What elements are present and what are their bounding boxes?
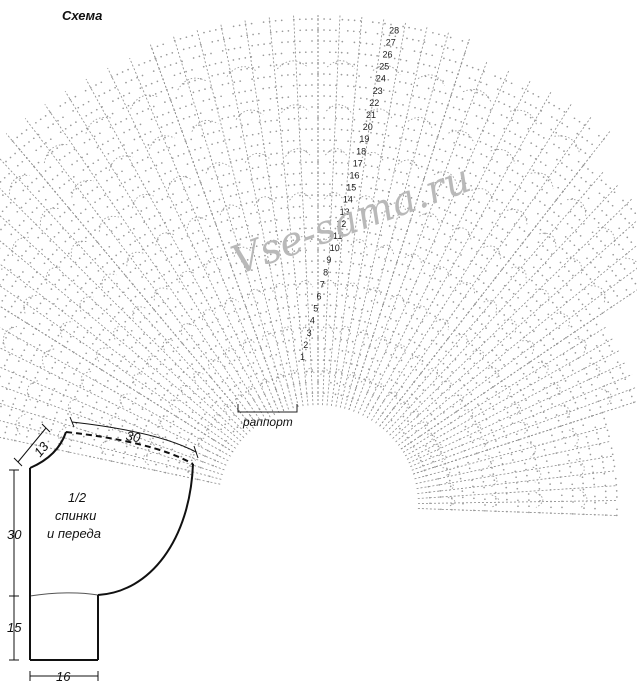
row-number: 5 bbox=[313, 304, 318, 314]
row-number: 28 bbox=[389, 25, 399, 35]
row-number: 17 bbox=[353, 158, 363, 168]
pattern-piece: 13 30 30 15 16 1/2 спинки и переда bbox=[7, 416, 199, 684]
row-number: 23 bbox=[373, 86, 383, 96]
row-number: 2 bbox=[303, 340, 308, 350]
row-number: 22 bbox=[369, 98, 379, 108]
row-number: 25 bbox=[379, 62, 389, 72]
row-number: 3 bbox=[307, 328, 312, 338]
dim-armhole-height: 30 bbox=[7, 527, 22, 542]
row-numbers: 1234567891011121314151617181920212223242… bbox=[300, 25, 399, 362]
row-number: 15 bbox=[346, 183, 356, 193]
row-number: 16 bbox=[350, 171, 360, 181]
row-number: 11 bbox=[333, 231, 342, 241]
row-number: 13 bbox=[340, 207, 350, 217]
row-number: 26 bbox=[383, 50, 393, 60]
row-number: 18 bbox=[356, 146, 366, 156]
row-number: 27 bbox=[386, 37, 396, 47]
row-number: 24 bbox=[376, 74, 386, 84]
dim-side-height: 15 bbox=[7, 620, 22, 635]
row-number: 10 bbox=[330, 243, 340, 253]
row-number: 12 bbox=[336, 219, 346, 229]
row-number: 21 bbox=[366, 110, 376, 120]
neck-edge bbox=[29, 431, 67, 469]
row-number: 1 bbox=[300, 352, 305, 362]
dim-shoulder: 30 bbox=[125, 428, 143, 445]
piece-label-front: и переда bbox=[47, 526, 101, 541]
crochet-fan-chart bbox=[0, 15, 637, 517]
row-number: 6 bbox=[317, 292, 322, 302]
row-number: 19 bbox=[359, 134, 369, 144]
hem-curve bbox=[29, 592, 99, 597]
row-number: 9 bbox=[326, 255, 331, 265]
row-number: 14 bbox=[343, 195, 353, 205]
rapport-bracket: раппорт bbox=[237, 404, 298, 429]
row-number: 4 bbox=[310, 316, 315, 326]
piece-label-fraction: 1/2 bbox=[68, 490, 87, 505]
row-number: 8 bbox=[323, 267, 328, 277]
rapport-label: раппорт bbox=[242, 415, 293, 429]
schema-title: Схема bbox=[62, 8, 103, 23]
armhole-curve bbox=[97, 463, 194, 596]
dim-bottom: 16 bbox=[56, 669, 71, 684]
piece-label-back: спинки bbox=[55, 508, 96, 523]
shoulder-edge bbox=[65, 431, 194, 465]
row-number: 20 bbox=[363, 122, 373, 132]
row-number: 7 bbox=[320, 279, 325, 289]
